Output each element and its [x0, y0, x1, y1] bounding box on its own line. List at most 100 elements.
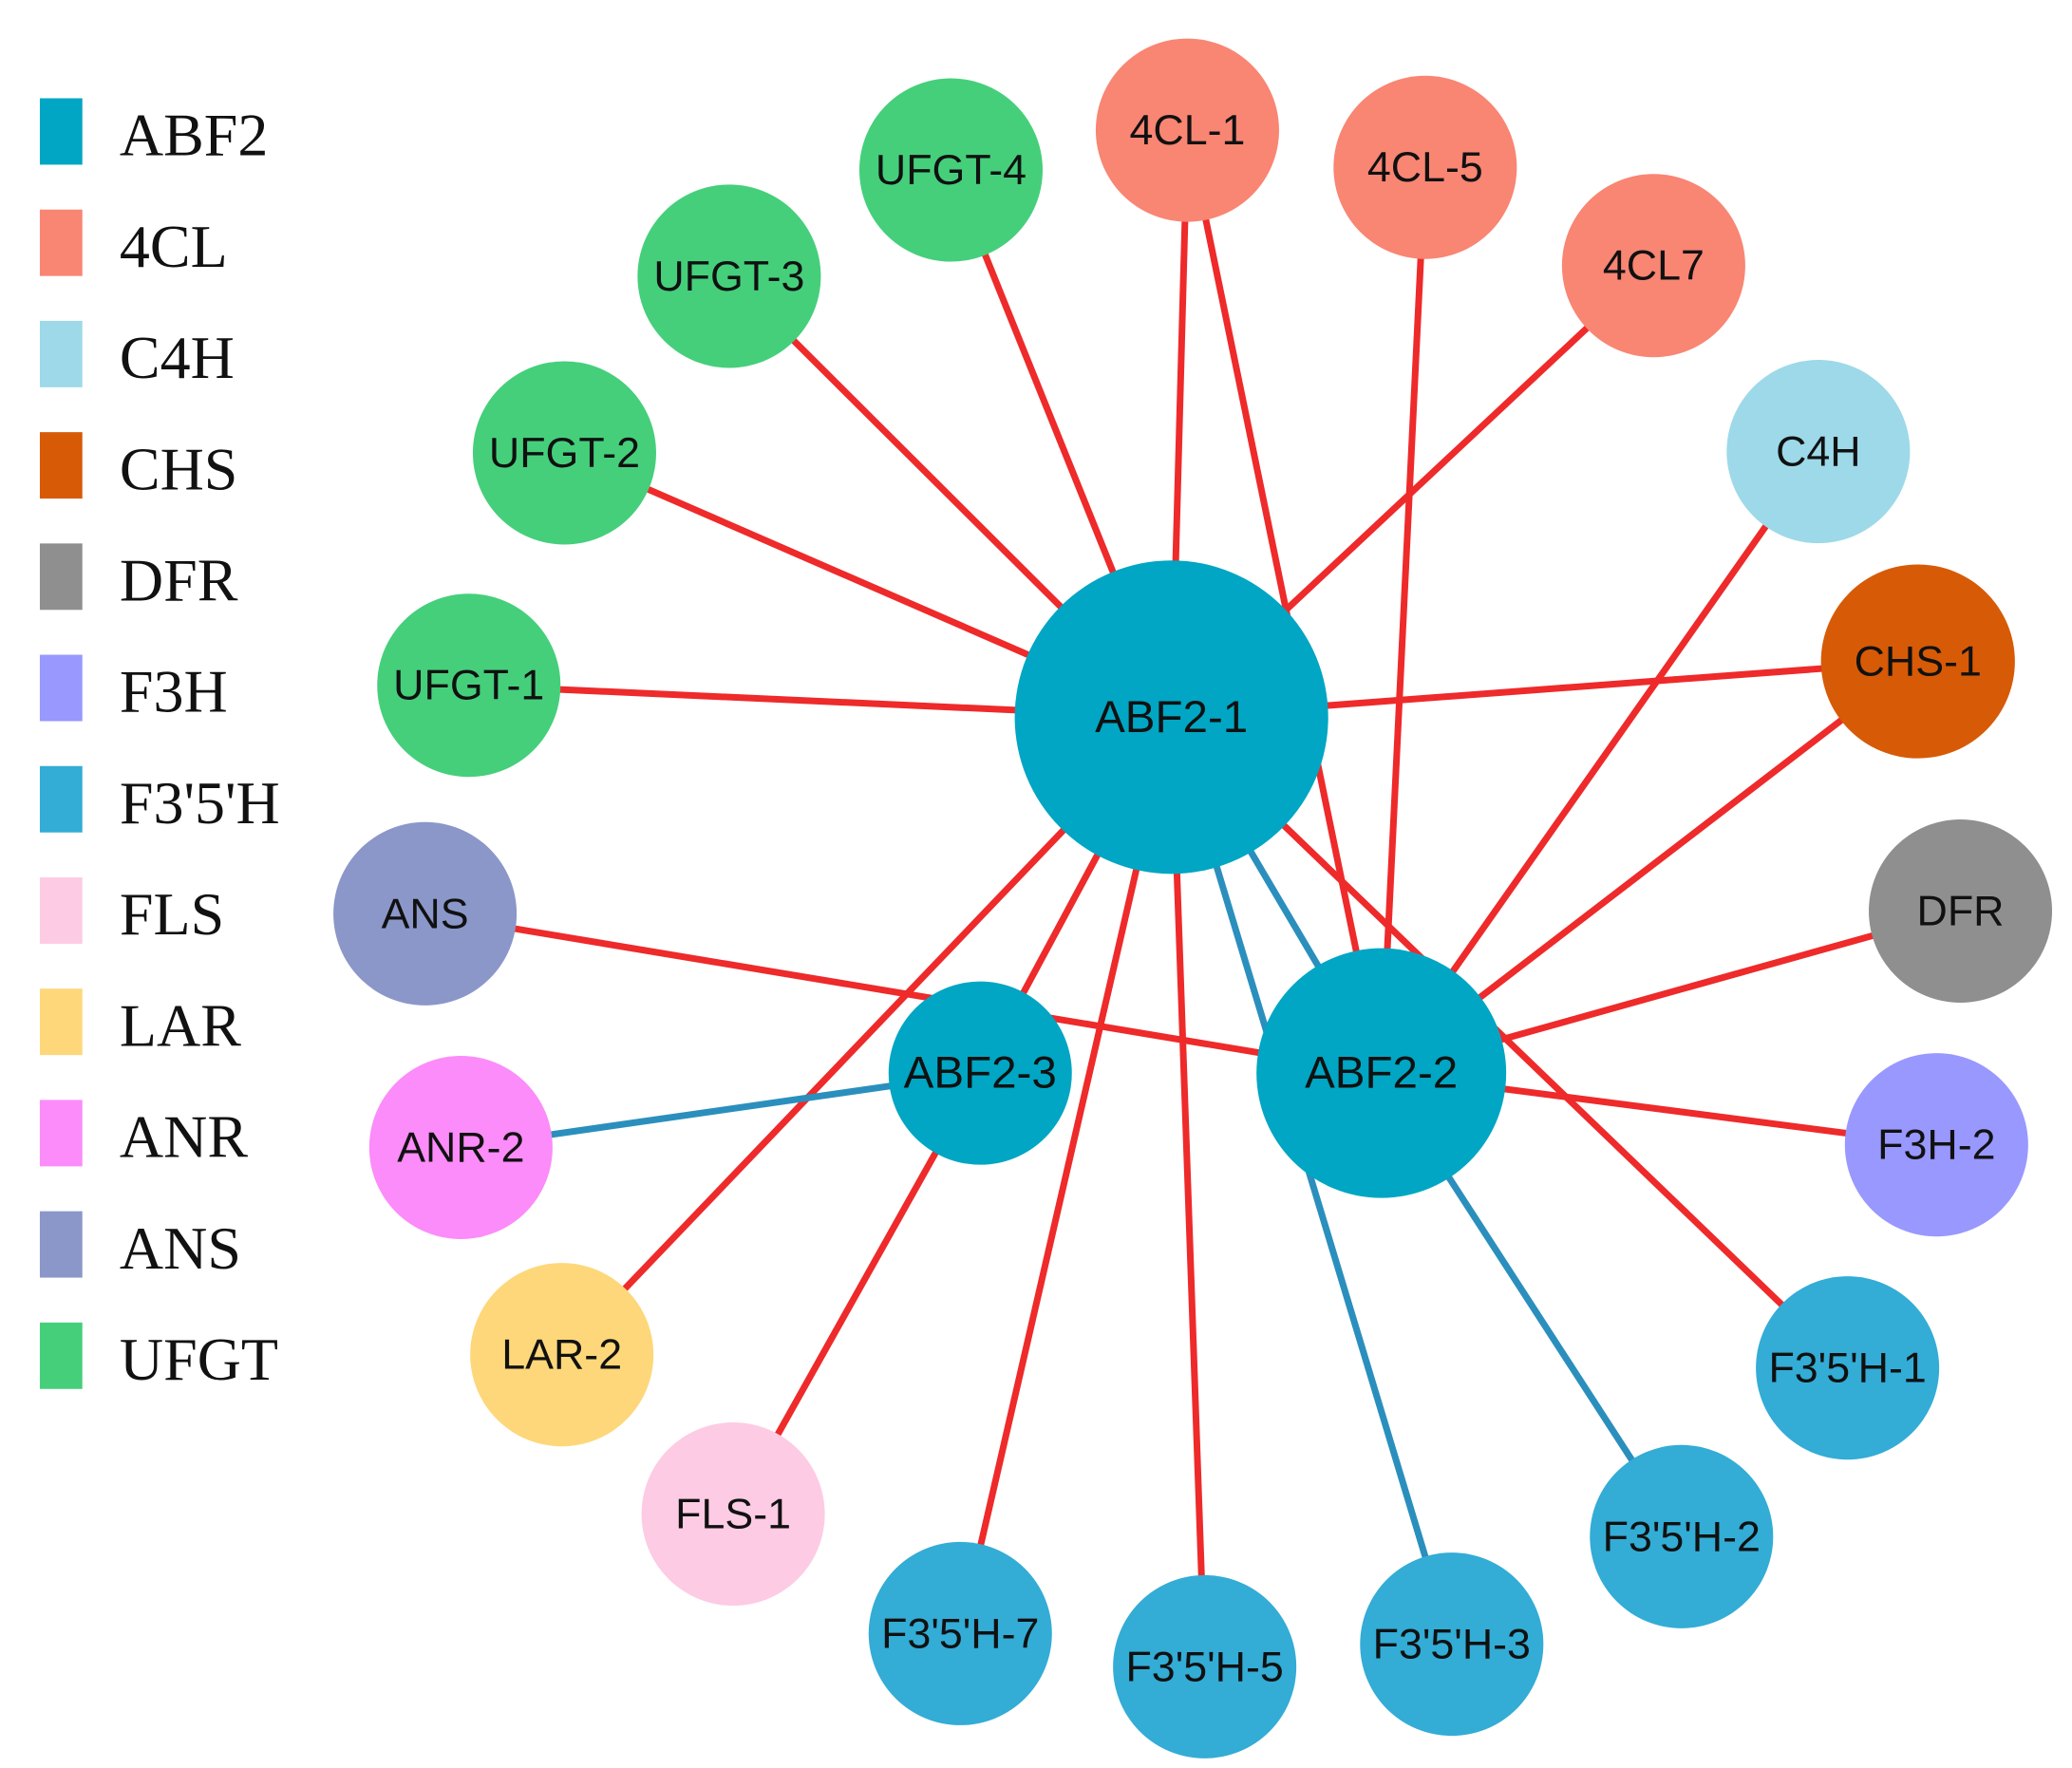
node-label: 4CL7 [1603, 242, 1705, 290]
legend-swatch [39, 543, 83, 611]
legend-swatch [39, 320, 83, 387]
node-circle [1590, 1444, 1774, 1628]
node-label: DFR [1917, 888, 2005, 935]
node-circle [377, 593, 561, 778]
node-ans[interactable]: ANS [333, 821, 518, 1006]
node-abf2-1[interactable]: ABF2-1 [1014, 560, 1328, 875]
node-label: ABF2-1 [1095, 692, 1248, 743]
legend-item-lar: LAR [39, 988, 241, 1059]
legend-item-abf2: ABF2 [39, 98, 268, 169]
node-circle [1095, 38, 1279, 222]
node-label: LAR-2 [501, 1331, 622, 1379]
node-label: F3H-2 [1877, 1121, 1995, 1169]
node-f35h-1[interactable]: F3'5'H-1 [1756, 1276, 1940, 1460]
edge-abf2-2-4cl-5 [1378, 167, 1429, 1074]
legend-item-ufgt: UFGT [39, 1322, 278, 1393]
node-4cl7[interactable]: 4CL7 [1561, 174, 1745, 358]
node-abf2-2[interactable]: ABF2-2 [1256, 948, 1507, 1198]
node-f35h-2[interactable]: F3'5'H-2 [1590, 1444, 1774, 1628]
legend-item-c4h: C4H [39, 320, 235, 391]
node-anr-2[interactable]: ANR-2 [368, 1055, 553, 1240]
edge-abf2-1-f35h-5 [1168, 717, 1209, 1667]
node-circle [1726, 360, 1911, 544]
node-circle [637, 184, 821, 368]
node-label: 4CL-5 [1367, 143, 1483, 191]
legend-label: C4H [120, 324, 235, 391]
legend-swatch [39, 876, 83, 944]
legend: ABF2 4CL C4H CHS DFR F3H F3'5'H FLS LAR ANR ANS UFG… [39, 98, 280, 1393]
legend-swatch [39, 1322, 83, 1389]
node-label: ANS [382, 890, 469, 937]
node-label: UFGT-4 [876, 146, 1027, 194]
node-label: UFGT-1 [393, 662, 544, 709]
node-circle [1868, 819, 2053, 1004]
edge-abf2-2-ans [424, 910, 1383, 1077]
node-abf2-3[interactable]: ABF2-3 [888, 981, 1072, 1165]
node-circle [368, 1055, 553, 1240]
node-circle [333, 821, 518, 1006]
legend-swatch [39, 209, 83, 276]
node-fls-1[interactable]: FLS-1 [641, 1422, 825, 1607]
legend-label: ANS [120, 1214, 241, 1282]
node-label: FLS-1 [675, 1491, 791, 1538]
legend-swatch [39, 432, 83, 499]
node-f35h-3[interactable]: F3'5'H-3 [1360, 1552, 1544, 1737]
node-label: F3'5'H-2 [1603, 1513, 1761, 1560]
node-f35h-5[interactable]: F3'5'H-5 [1113, 1574, 1297, 1759]
node-circle [1844, 1053, 2028, 1237]
legend-item-chs: CHS [39, 432, 237, 502]
edge-abf2-1-f35h-7 [956, 716, 1176, 1635]
node-label: C4H [1776, 428, 1861, 476]
node-c4h[interactable]: C4H [1726, 360, 1911, 544]
node-circle [1561, 174, 1745, 358]
node-label: UFGT-2 [489, 429, 640, 477]
legend-label: FLS [120, 880, 224, 948]
node-f3h-2[interactable]: F3H-2 [1844, 1053, 2028, 1237]
node-f35h-7[interactable]: F3'5'H-7 [868, 1541, 1052, 1725]
node-circle [470, 1263, 654, 1447]
node-circle [858, 78, 1043, 262]
legend-swatch [39, 98, 83, 165]
node-4cl-5[interactable]: 4CL-5 [1333, 75, 1517, 259]
legend-swatch [39, 988, 83, 1056]
node-label: F3'5'H-5 [1125, 1643, 1283, 1690]
node-circle [1014, 560, 1328, 875]
node-ufgt-3[interactable]: UFGT-3 [637, 184, 821, 368]
node-circle [1333, 75, 1517, 259]
node-lar-2[interactable]: LAR-2 [470, 1263, 654, 1447]
node-dfr[interactable]: DFR [1868, 819, 2053, 1004]
legend-label: DFR [120, 547, 238, 614]
legend-label: ANR [120, 1103, 248, 1171]
node-circle [1113, 1574, 1297, 1759]
edge-layer [424, 129, 1962, 1667]
edge-abf2-1-f35h-3 [1168, 716, 1456, 1646]
node-circle [868, 1541, 1052, 1725]
edge-abf2-2-c4h [1378, 449, 1821, 1076]
legend-item-dfr: DFR [39, 543, 238, 614]
node-circle [1256, 948, 1507, 1198]
node-circle [641, 1422, 825, 1607]
legend-item-4cl: 4CL [39, 209, 228, 280]
legend-item-ans: ANS [39, 1211, 241, 1282]
legend-swatch [39, 654, 83, 722]
node-chs-1[interactable]: CHS-1 [1820, 564, 2015, 759]
node-label: ABF2-3 [904, 1048, 1057, 1099]
edge-abf2-2-4cl-1 [1184, 129, 1385, 1074]
legend-item-f3h: F3H [39, 654, 228, 725]
node-ufgt-4[interactable]: UFGT-4 [858, 78, 1043, 262]
legend-label: F3'5'H [120, 769, 280, 837]
node-circle [888, 981, 1072, 1165]
node-label: ABF2-2 [1305, 1048, 1458, 1099]
node-4cl-1[interactable]: 4CL-1 [1095, 38, 1279, 222]
node-ufgt-2[interactable]: UFGT-2 [472, 361, 656, 545]
legend-item-f35h: F3'5'H [39, 765, 280, 837]
legend-swatch [39, 1211, 83, 1278]
legend-label: F3H [120, 658, 228, 725]
legend-swatch [39, 1100, 83, 1167]
legend-label: LAR [120, 991, 241, 1059]
legend-label: 4CL [120, 213, 228, 280]
node-label: CHS-1 [1855, 638, 1982, 686]
legend-label: UFGT [120, 1326, 278, 1393]
node-ufgt-1[interactable]: UFGT-1 [377, 593, 561, 778]
